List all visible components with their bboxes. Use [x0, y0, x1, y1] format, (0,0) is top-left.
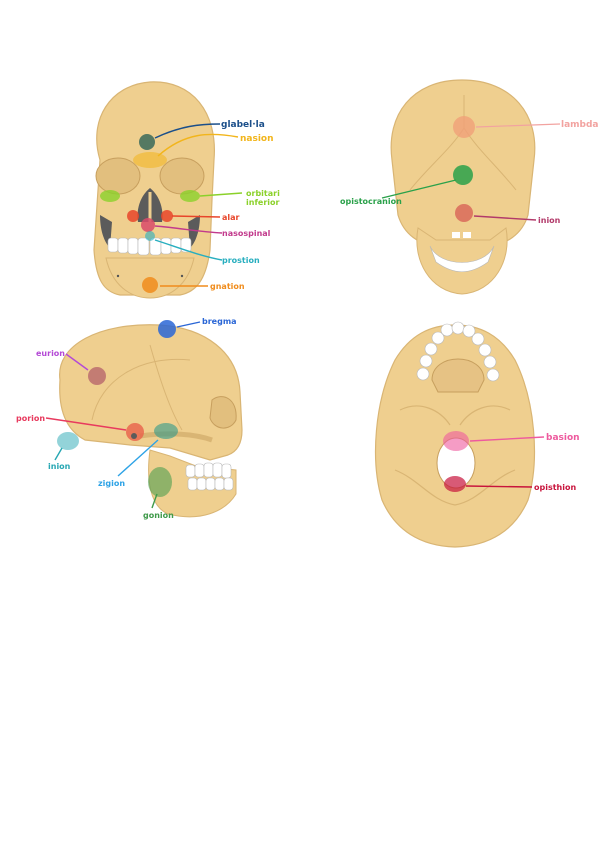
label-inion-lateral: inion [48, 462, 71, 471]
prostion-point [145, 231, 155, 241]
label-inferior: inferior [246, 198, 280, 207]
posterior-teeth [429, 245, 495, 273]
right-orbitari-point [180, 190, 200, 202]
nasion-leader [157, 133, 239, 157]
left-orbit [95, 157, 141, 195]
gonion-point [148, 467, 172, 497]
lateral-skull-view: bregma eurion porion inion zigion gonion [16, 317, 243, 520]
lateral-teeth [185, 462, 234, 491]
label-inion-posterior: inion [538, 216, 561, 225]
bregma-leader [176, 321, 201, 328]
inion-leader-lateral [54, 447, 63, 461]
posterior-skull-view: lambda opistocranion inion [340, 79, 599, 295]
glabella-point [139, 134, 155, 150]
right-orbit [159, 157, 205, 195]
label-gnation: gnation [210, 282, 245, 291]
lateral-orbit [209, 396, 237, 429]
opisthion-leader [465, 485, 533, 488]
basion-leader [469, 436, 545, 442]
nasion-point [133, 152, 167, 168]
label-alar: alar [222, 213, 240, 222]
nasospinal-point [141, 218, 155, 232]
label-opistocranion: opistocranion [340, 197, 402, 206]
anterior-upper-teeth [107, 237, 192, 256]
label-orbitari: orbitari [246, 189, 280, 198]
lambda-leader [475, 123, 561, 128]
opisthion-point [444, 476, 466, 492]
orbitari-leader [199, 192, 243, 197]
right-alar-point [161, 210, 173, 222]
gonion-leader [151, 493, 158, 509]
palate [431, 358, 485, 393]
opistocranion-leader [381, 179, 457, 199]
opistocranion-point [453, 165, 473, 185]
nasospinal-leader [154, 225, 223, 234]
alar-leader [171, 215, 221, 218]
left-orbitari-point [100, 190, 120, 202]
inion-point-posterior [455, 204, 473, 222]
porion-leader [45, 417, 127, 431]
label-basion: basion [546, 433, 580, 443]
label-opisthion: opisthion [534, 483, 576, 492]
label-bregma: bregma [202, 317, 237, 326]
posterior-mandible [416, 227, 508, 295]
porion-point [126, 423, 144, 441]
label-porion: porion [16, 414, 45, 423]
label-lambda: lambda [561, 120, 599, 130]
zigion-leader [117, 439, 159, 477]
inion-leader-posterior [473, 215, 537, 221]
left-alar-point [127, 210, 139, 222]
bregma-point [158, 320, 176, 338]
inferior-dental-arch [416, 321, 500, 382]
zigion-point [154, 423, 178, 439]
label-zigion: zigion [98, 479, 125, 488]
glabella-leader [154, 123, 221, 139]
label-prostion: prostion [222, 256, 260, 265]
inferior-base-structures [394, 405, 516, 506]
eurion-leader [65, 353, 89, 371]
inferior-skull-view: basion opisthion [374, 321, 580, 548]
label-nasion: nasion [240, 134, 274, 144]
lambda-point [453, 116, 475, 138]
eurion-point [88, 367, 106, 385]
label-glabella: glabel·la [221, 120, 265, 130]
lateral-cranium [59, 324, 243, 461]
basion-point [443, 431, 469, 451]
label-gonion: gonion [143, 511, 174, 520]
label-nasospinal: nasospinal [222, 229, 271, 238]
lateral-sutures [91, 344, 191, 431]
prostion-leader [154, 239, 223, 261]
label-eurion: eurion [36, 349, 65, 358]
gnation-point [142, 277, 158, 293]
inion-point-lateral [57, 432, 79, 450]
anterior-skull-view: glabel·la nasion orbitari inferior alar … [93, 81, 280, 299]
zygomatic-arch [139, 431, 213, 443]
